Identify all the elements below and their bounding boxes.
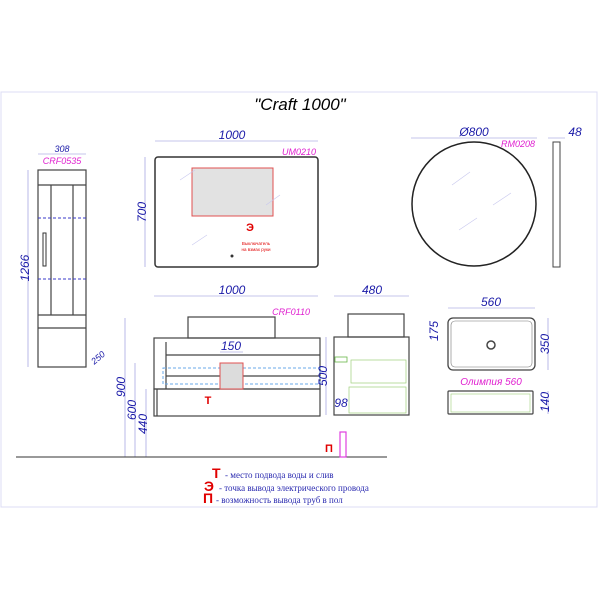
round-mirror-diameter: Ø800 — [458, 125, 489, 139]
mirror-code: UM0210 — [282, 147, 316, 157]
mirror-width: 1000 — [219, 128, 246, 142]
cabinet-depth: 250 — [88, 349, 107, 367]
side-offset: 98 — [334, 396, 348, 410]
height-440: 440 — [136, 414, 150, 434]
legend-letter-p: П — [203, 490, 213, 506]
basin-width: 560 — [481, 295, 501, 309]
basin-height: 140 — [538, 392, 552, 412]
side-depth: 480 — [362, 283, 382, 297]
drain-offset: 175 — [427, 321, 441, 341]
legend-letter-e: Э — [204, 478, 214, 494]
round-mirror-code: RM0208 — [501, 139, 535, 149]
cabinet-handle — [42, 232, 47, 267]
legend-text-p: - возможность вывода труб в пол — [216, 495, 343, 505]
side-height: 500 — [316, 366, 330, 386]
water-marker: Т — [205, 395, 212, 407]
floor-pipe-marker: П — [325, 443, 333, 455]
legend-text-t: - место подвода воды и слив — [225, 470, 334, 480]
legend-letter-t: Т — [212, 465, 221, 481]
height-600: 600 — [125, 400, 139, 420]
basin-name: Олимпия 560 — [460, 377, 522, 388]
cabinet-height: 1266 — [18, 254, 32, 281]
legend: Т - место подвода воды и слив Э - точка … — [203, 465, 369, 506]
vanity-front: 1000 CRF0110 150 Т 900 600 440 — [16, 283, 387, 458]
switch-note-1: Выключатель — [242, 241, 271, 246]
height-900: 900 — [114, 377, 128, 397]
drawing-frame — [0, 91, 598, 508]
basin: 560 175 350 Олимпия 560 140 — [427, 295, 552, 415]
basin-depth: 350 — [538, 334, 552, 354]
cabinet-code: CRF0535 — [43, 156, 83, 166]
vanity-side-view: 480 500 98 П — [316, 283, 410, 458]
round-mirror-thickness: 48 — [568, 125, 582, 139]
legend-text-e: - точка вывода электрического провода — [219, 483, 369, 493]
vanity-width: 1000 — [219, 283, 246, 297]
electrical-marker: Э — [246, 222, 254, 234]
round-mirror: Ø800 RM0208 48 — [411, 125, 582, 268]
switch-note-2: на взмах руки — [242, 247, 271, 252]
mirror-height: 700 — [135, 202, 149, 222]
sensor-switch-icon — [230, 254, 234, 258]
drain-icon — [486, 340, 496, 350]
cabinet-width: 308 — [54, 144, 69, 154]
drawing-title: "Craft 1000" — [254, 95, 346, 114]
vanity-code: CRF0110 — [272, 307, 310, 317]
pipe-width: 150 — [221, 339, 241, 353]
led-mirror: 1000 UM0210 Э Выключатель на взмах руки … — [135, 128, 319, 268]
tall-cabinet: 308 CRF0535 1266 250 — [18, 144, 107, 368]
